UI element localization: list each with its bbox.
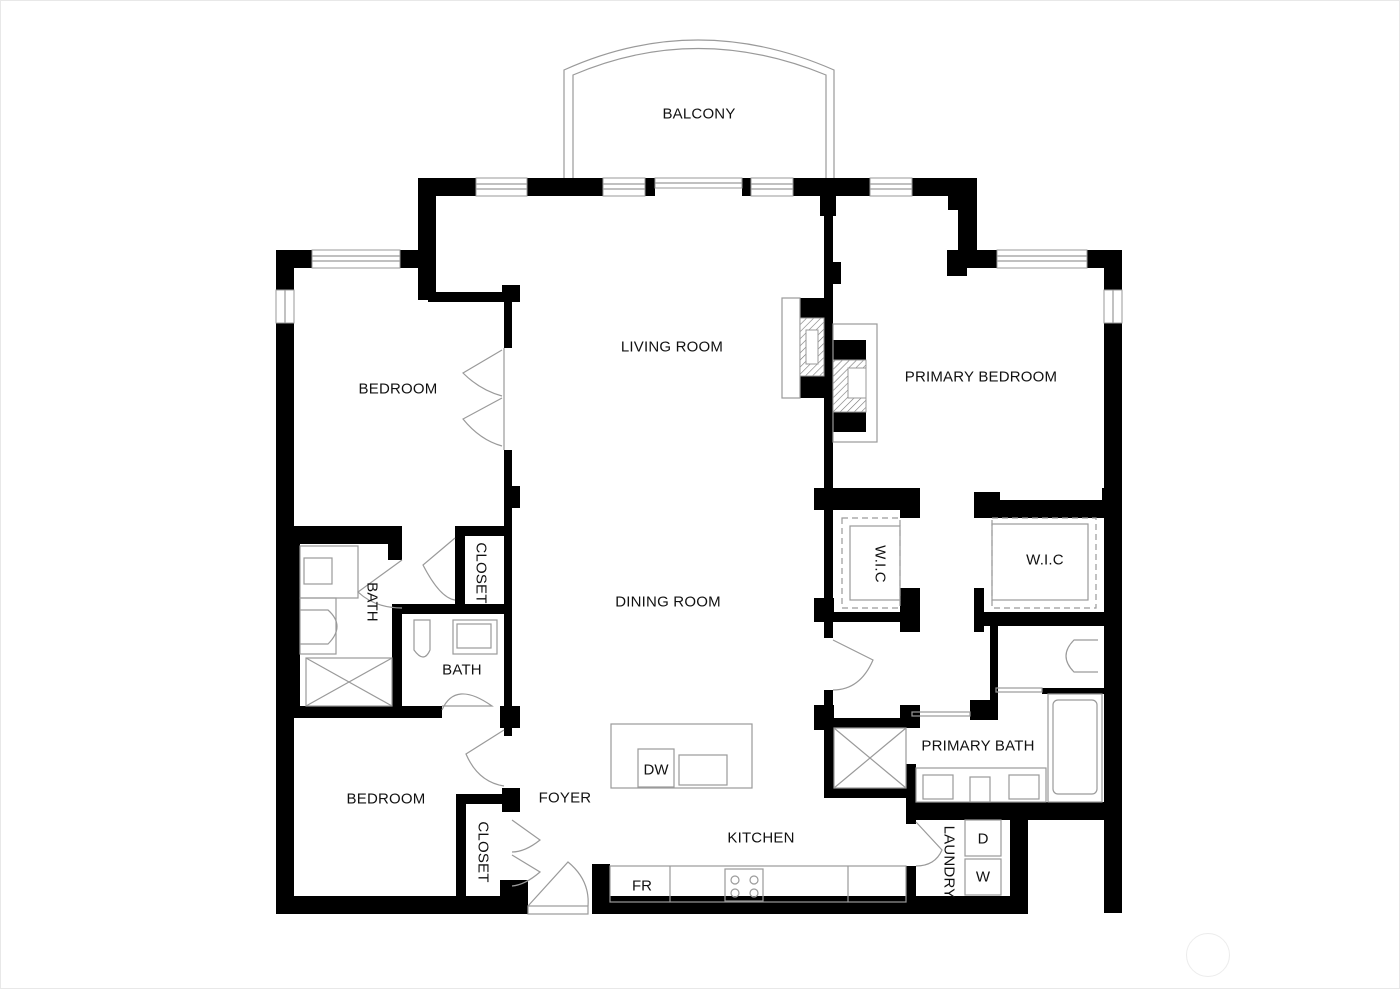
room-label-dining-room: DINING ROOM [615, 593, 721, 611]
room-label-bath-1: BATH [363, 582, 381, 622]
washer-label: W [975, 868, 991, 886]
laundry-fixtures [964, 819, 1002, 896]
primary-bath-fixtures [833, 517, 1103, 803]
room-label-laundry: LAUNDRY [940, 825, 958, 899]
room-label-bedroom-1: BEDROOM [358, 380, 438, 398]
room-label-wic-2: W.I.C [1026, 551, 1064, 569]
room-label-closet-1: CLOSET [472, 542, 490, 604]
balcony-outline [563, 39, 835, 178]
room-label-wic-1: W.I.C [871, 545, 889, 583]
room-label-foyer: FOYER [538, 789, 592, 807]
dryer-label: D [977, 830, 989, 848]
room-label-closet-2: CLOSET [474, 821, 492, 883]
doors [357, 348, 1043, 915]
room-label-living-room: LIVING ROOM [620, 338, 724, 356]
room-label-bath-2: BATH [442, 661, 482, 679]
room-label-kitchen: KITCHEN [727, 829, 795, 847]
room-label-bedroom-2: BEDROOM [346, 790, 426, 808]
room-label-primary-bath: PRIMARY BATH [921, 737, 1035, 755]
bath-1-fixtures [299, 545, 393, 707]
room-label-primary-bedroom: PRIMARY BEDROOM [904, 368, 1058, 386]
windows [275, 177, 1123, 324]
fireplace [781, 297, 878, 443]
bath-2-fixtures [413, 619, 498, 658]
dishwasher-label: DW [643, 761, 669, 779]
room-label-balcony: BALCONY [662, 105, 736, 123]
watermark-icon [1186, 933, 1230, 977]
refrigerator-label: FR [632, 877, 652, 895]
kitchen-fixtures [609, 723, 907, 903]
